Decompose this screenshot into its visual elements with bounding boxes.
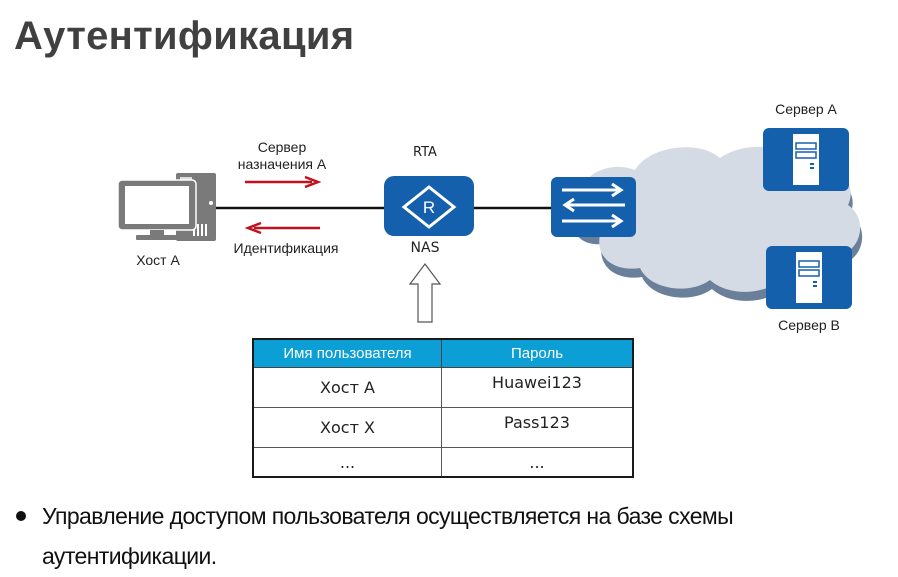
router-name-label: RTA: [413, 145, 437, 160]
up-arrow-icon: [408, 263, 442, 323]
table-header-row: Имя пользователя Пароль: [252, 338, 634, 368]
bullet-text-line2: аутентификации.: [42, 543, 217, 569]
switch-icon: [551, 177, 636, 237]
arrow-back-label: Идентификация: [233, 240, 339, 256]
arrow-right-icon: [245, 175, 322, 189]
server-a-icon: [763, 128, 849, 191]
network-diagram: R: [117, 128, 863, 323]
username-cell: Хост А: [252, 367, 442, 408]
username-cell: Хост X: [252, 407, 442, 448]
password-cell: Huawei123: [441, 367, 634, 408]
bullet-text-line1: Управление доступом пользователя осущест…: [42, 503, 734, 529]
table-row: Хост X Pass123: [252, 407, 634, 448]
server-a-label: Сервер A: [775, 101, 837, 117]
column-header-password: Пароль: [441, 338, 634, 368]
router-glyph: R: [423, 198, 435, 217]
server-b-icon: [766, 246, 852, 309]
credentials-table: Имя пользователя Пароль Хост А Huawei123…: [252, 338, 634, 478]
slide-title: Аутентификация: [14, 14, 355, 58]
column-header-username: Имя пользователя: [252, 338, 442, 368]
router-icon: [384, 176, 474, 236]
arrow-left-icon: [244, 221, 320, 235]
username-cell: ...: [252, 447, 442, 478]
server-b-label: Сервер B: [778, 317, 840, 333]
password-cell: ...: [441, 447, 634, 478]
arrow-forward-label-line1: Сервер: [257, 139, 307, 155]
host-a-label: Хост А: [136, 252, 180, 268]
bullet-item: Управление доступом пользователя осущест…: [16, 496, 876, 576]
table-row: ... ...: [252, 447, 634, 478]
table-row: Хост А Huawei123: [252, 367, 634, 408]
arrow-forward-label-line2: назначения А: [237, 156, 327, 172]
password-cell: Pass123: [441, 407, 634, 448]
router-role-label: NAS: [410, 240, 440, 256]
computer-icon: [117, 173, 216, 241]
bullet-icon: [16, 511, 26, 521]
